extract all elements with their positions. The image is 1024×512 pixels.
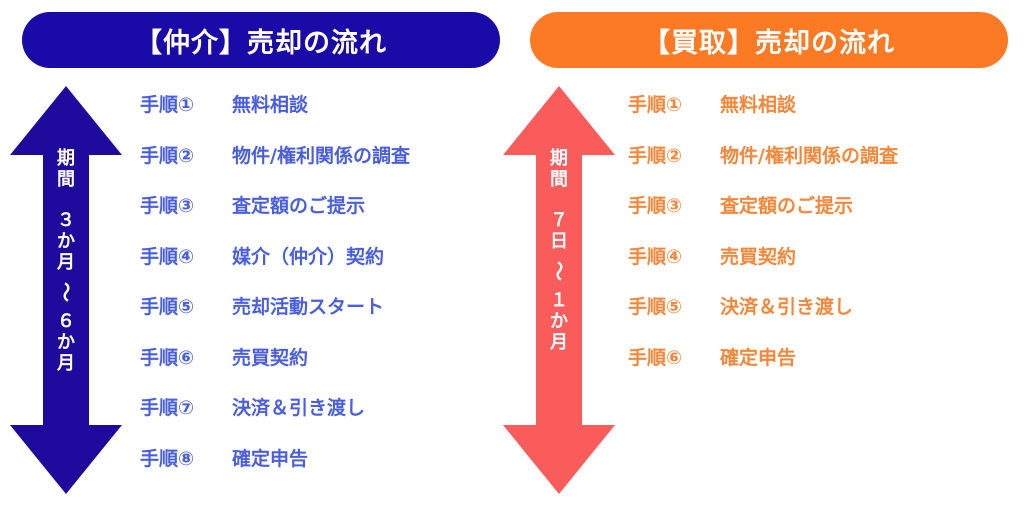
chukai-step: 手順① 無料相談 <box>140 90 410 141</box>
step-label: 決済＆引き渡し <box>720 296 854 318</box>
kaitori-step-list: 手順① 無料相談 手順② 物件/権利関係の調査 手順③ 査定額のご提示 手順④ 売買契約… <box>628 90 898 393</box>
period-char: ７ <box>550 210 568 231</box>
step-number: 手順⑤ <box>628 296 683 318</box>
period-char: ６ <box>57 311 75 332</box>
step-number: 手順⑥ <box>628 346 683 369</box>
step-label: 査定額のご提示 <box>232 195 366 217</box>
period-char: 間 <box>57 169 75 190</box>
kaitori-step: 手順① 無料相談 <box>628 90 898 141</box>
step-number: 手順② <box>140 144 195 167</box>
kaitori-header: 【買取】売却の流れ <box>530 12 1008 68</box>
step-number: 手順③ <box>140 195 195 217</box>
period-char: か <box>57 231 75 252</box>
step-number: 手順⑥ <box>140 346 195 369</box>
period-char: か <box>57 332 75 353</box>
period-char: 間 <box>550 169 568 190</box>
kaitori-step: 手順② 物件/権利関係の調査 <box>628 141 898 192</box>
period-char: 月 <box>57 252 75 273</box>
period-tilde: ～ <box>54 282 78 302</box>
period-tilde: ～ <box>547 261 571 281</box>
period-char: １ <box>550 290 568 311</box>
period-char: か <box>550 311 568 332</box>
step-number: 手順① <box>140 94 195 116</box>
step-label: 無料相談 <box>232 94 309 116</box>
step-label: 確定申告 <box>232 447 309 470</box>
chukai-step-list: 手順① 無料相談 手順② 物件/権利関係の調査 手順③ 査定額のご提示 手順④ 媒介（仲… <box>140 90 410 494</box>
step-number: 手順⑧ <box>140 447 195 470</box>
step-label: 無料相談 <box>720 94 797 116</box>
chukai-step: 手順⑤ 売却活動スタート <box>140 292 410 343</box>
step-number: 手順③ <box>628 195 683 217</box>
chukai-step: 手順⑧ 確定申告 <box>140 444 410 495</box>
chukai-step: 手順② 物件/権利関係の調査 <box>140 141 410 192</box>
kaitori-period-text: 期 間 ７ 日 ～ １ か 月 <box>502 148 616 353</box>
chukai-header: 【仲介】売却の流れ <box>22 12 500 68</box>
step-number: 手順⑤ <box>140 296 195 318</box>
chukai-step: 手順③ 査定額のご提示 <box>140 191 410 242</box>
step-label: 売買契約 <box>232 346 309 369</box>
kaitori-step: 手順④ 売買契約 <box>628 242 898 293</box>
period-char: 期 <box>550 148 568 169</box>
period-char: 期 <box>57 148 75 169</box>
step-number: 手順⑦ <box>140 397 195 419</box>
step-number: 手順② <box>628 144 683 167</box>
chukai-step: 手順⑥ 売買契約 <box>140 343 410 394</box>
step-label: 確定申告 <box>720 346 797 369</box>
chukai-period-text: 期 間 ３ か 月 ～ ６ か 月 <box>9 148 123 374</box>
period-char: 日 <box>550 231 568 252</box>
step-label: 売買契約 <box>720 245 797 268</box>
step-number: 手順④ <box>628 245 683 268</box>
step-label: 売却活動スタート <box>232 296 385 318</box>
chukai-step: 手順⑦ 決済＆引き渡し <box>140 393 410 444</box>
period-char: 月 <box>57 353 75 374</box>
kaitori-period-arrow-icon: 期 間 ７ 日 ～ １ か 月 <box>502 84 616 496</box>
period-char: ３ <box>57 210 75 231</box>
period-char: 月 <box>550 332 568 353</box>
step-label: 物件/権利関係の調査 <box>720 144 898 167</box>
chukai-title: 【仲介】売却の流れ <box>135 27 387 59</box>
step-label: 決済＆引き渡し <box>232 397 366 419</box>
step-number: 手順④ <box>140 245 195 268</box>
kaitori-step: 手順⑥ 確定申告 <box>628 343 898 394</box>
step-label: 査定額のご提示 <box>720 195 854 217</box>
step-label: 物件/権利関係の調査 <box>232 144 410 167</box>
kaitori-step: 手順③ 査定額のご提示 <box>628 191 898 242</box>
step-label: 媒介（仲介）契約 <box>232 245 385 268</box>
step-number: 手順① <box>628 94 683 116</box>
chukai-step: 手順④ 媒介（仲介）契約 <box>140 242 410 293</box>
kaitori-title: 【買取】売却の流れ <box>643 27 895 59</box>
kaitori-step: 手順⑤ 決済＆引き渡し <box>628 292 898 343</box>
chukai-period-arrow-icon: 期 間 ３ か 月 ～ ６ か 月 <box>9 84 123 496</box>
